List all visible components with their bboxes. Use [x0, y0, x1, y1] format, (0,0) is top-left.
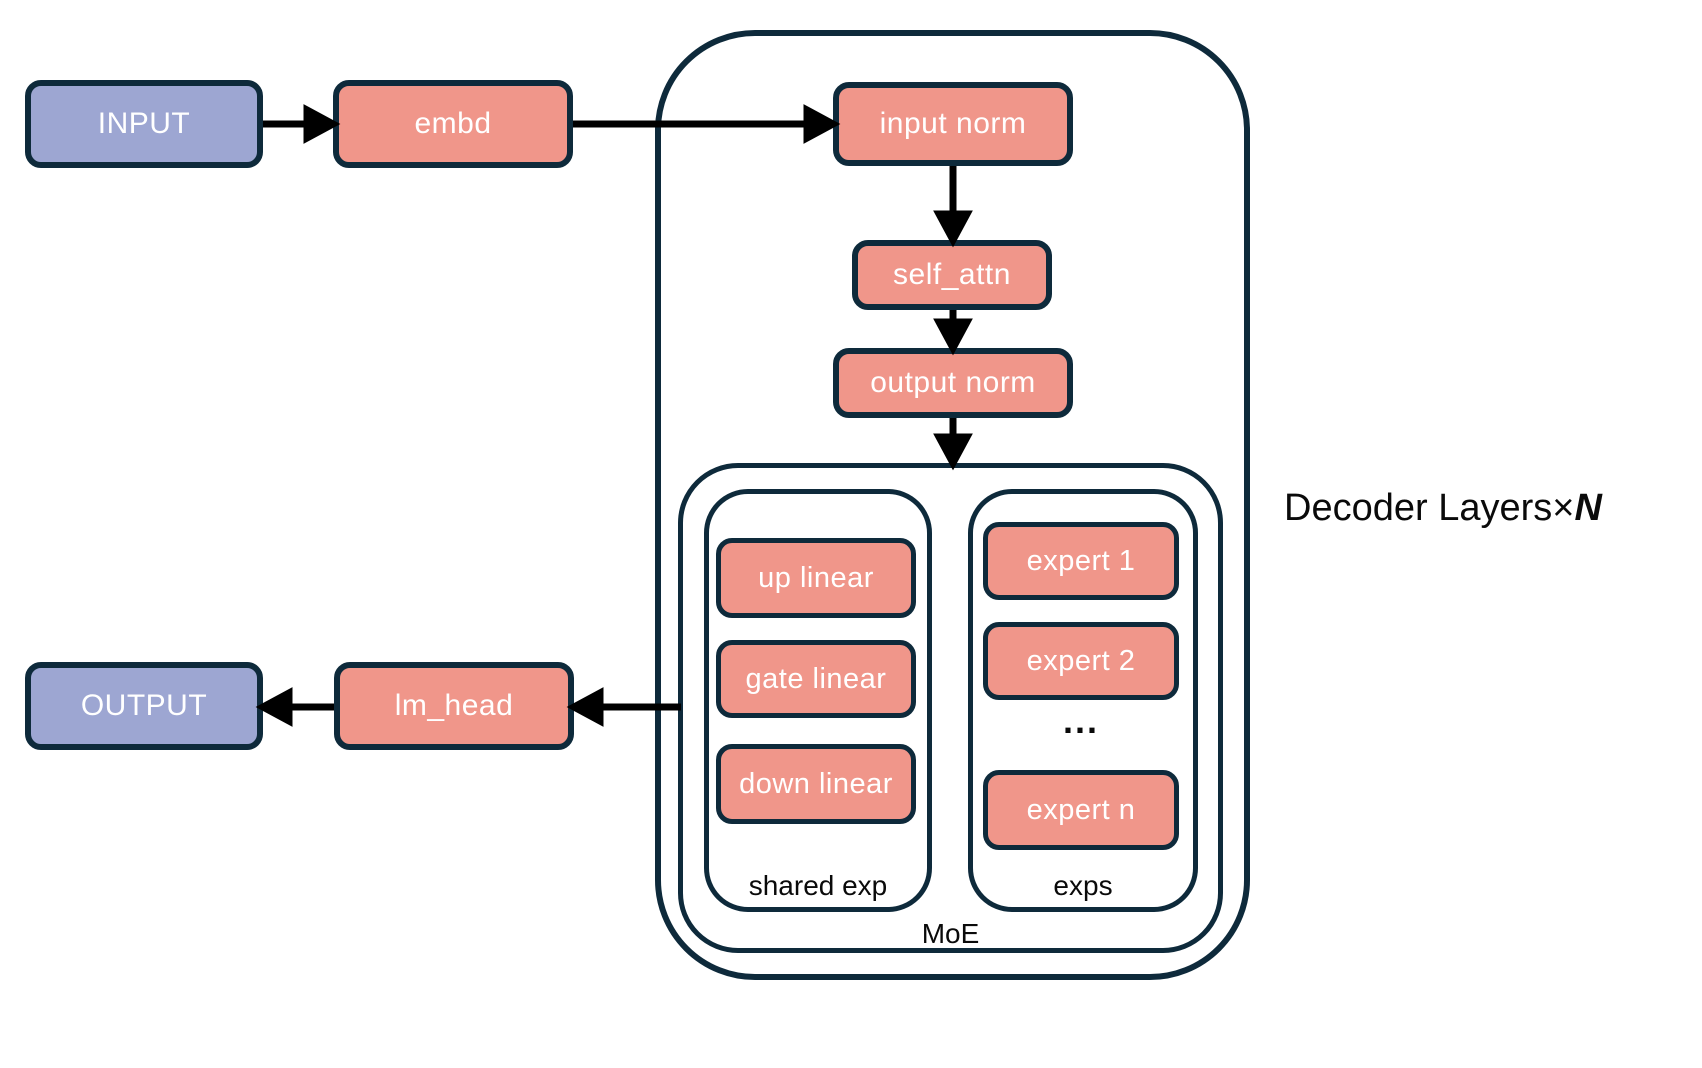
expert-1-node-label: expert 1 — [1026, 544, 1136, 577]
output-node-label: OUTPUT — [80, 689, 208, 722]
shared-exp-label: shared exp — [748, 870, 888, 901]
lm-head-node-label: lm_head — [394, 689, 514, 722]
input-node-label: INPUT — [97, 107, 191, 140]
exps-group-box — [968, 489, 1198, 912]
self-attn-node: self_attn — [852, 240, 1052, 310]
arrowhead-moe-to-lm-head — [566, 687, 604, 727]
decoder-layers-group-box — [655, 30, 1250, 980]
down-linear-node: down linear — [716, 744, 916, 824]
expert-2-node: expert 2 — [983, 622, 1179, 700]
expert-1-node: expert 1 — [983, 522, 1179, 600]
decoder-layers-times: × — [1552, 487, 1575, 529]
expert-2-node-label: expert 2 — [1026, 644, 1136, 677]
gate-linear-node: gate linear — [716, 640, 916, 718]
lm-head-node: lm_head — [334, 662, 574, 750]
decoder-layers-n: N — [1574, 487, 1602, 529]
up-linear-node-label: up linear — [758, 561, 874, 594]
self-attn-node-label: self_attn — [893, 258, 1011, 291]
output-norm-node-label: output norm — [870, 366, 1036, 399]
exps-label: exps — [1053, 870, 1113, 901]
decoder-layers-caption: Decoder Layers×N — [1284, 487, 1602, 530]
embd-node-label: embd — [414, 107, 492, 140]
embd-node: embd — [333, 80, 573, 168]
decoder-layers-caption-text: Decoder Layers — [1284, 487, 1553, 529]
experts-ellipsis: ... — [1031, 700, 1131, 742]
input-norm-node: input norm — [833, 82, 1073, 166]
arrowhead-lm-head-to-output — [255, 687, 293, 727]
moe-label: MoE — [921, 918, 980, 949]
input-norm-node-label: input norm — [879, 107, 1027, 140]
expert-n-node-label: expert n — [1026, 793, 1136, 826]
expert-n-node: expert n — [983, 770, 1179, 850]
input-node: INPUT — [25, 80, 263, 168]
up-linear-node: up linear — [716, 538, 916, 618]
shared-exp-group-box — [704, 489, 932, 912]
output-node: OUTPUT — [25, 662, 263, 750]
arrowhead-input-to-embd — [303, 104, 341, 144]
down-linear-node-label: down linear — [739, 767, 893, 800]
experts-ellipsis-text: ... — [1062, 700, 1099, 741]
output-norm-node: output norm — [833, 348, 1073, 418]
gate-linear-node-label: gate linear — [745, 662, 887, 695]
